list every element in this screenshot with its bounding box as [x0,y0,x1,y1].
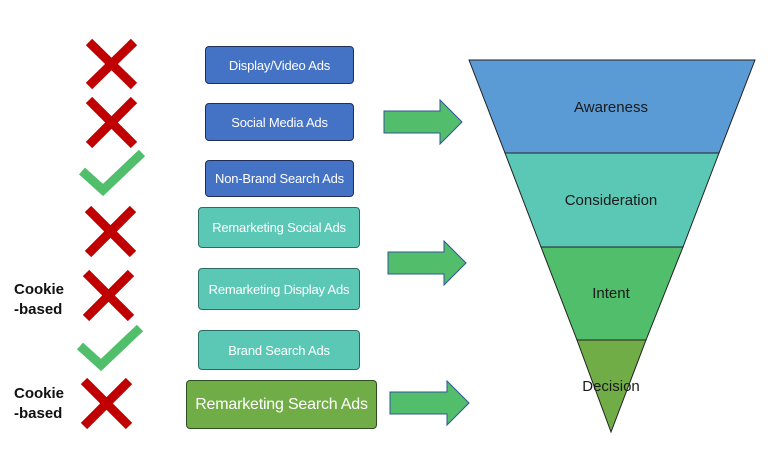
channel-brand-search-ads: Brand Search Ads [198,330,360,370]
check-icon [78,149,146,197]
note-line-1: Cookie [14,385,65,402]
cross-icon [84,205,137,258]
funnel-stage-decision [576,339,647,434]
funnel-label-decision: Decision [582,378,640,395]
note-line-1: Cookie [14,281,65,298]
channel-remarketing-search-ads: Remarketing Search Ads [186,380,377,429]
check-icon [76,324,144,372]
arrow-to-consideration [387,239,467,287]
channel-remarketing-display-ads: Remarketing Display Ads [198,268,360,310]
funnel-label-intent: Intent [592,285,630,302]
cross-icon [85,38,138,90]
note-line-2: -based [14,405,63,422]
channel-remarketing-social-ads: Remarketing Social Ads [198,207,360,248]
channel-display-video-ads: Display/Video Ads [205,46,354,84]
arrow-to-decision [389,379,470,427]
cross-icon [85,96,138,149]
funnel-label-awareness: Awareness [574,99,648,116]
channel-social-media-ads: Social Media Ads [205,103,354,141]
funnel-label-consideration: Consideration [565,192,658,209]
note-line-2: -based [14,301,63,318]
cookie-based-note: Cookie -based [14,384,64,424]
cross-icon [82,269,135,322]
cross-icon [80,377,133,430]
channel-non-brand-search-ads: Non-Brand Search Ads [205,160,354,197]
cookie-based-note: Cookie -based [14,280,64,320]
arrow-to-awareness [383,98,463,146]
